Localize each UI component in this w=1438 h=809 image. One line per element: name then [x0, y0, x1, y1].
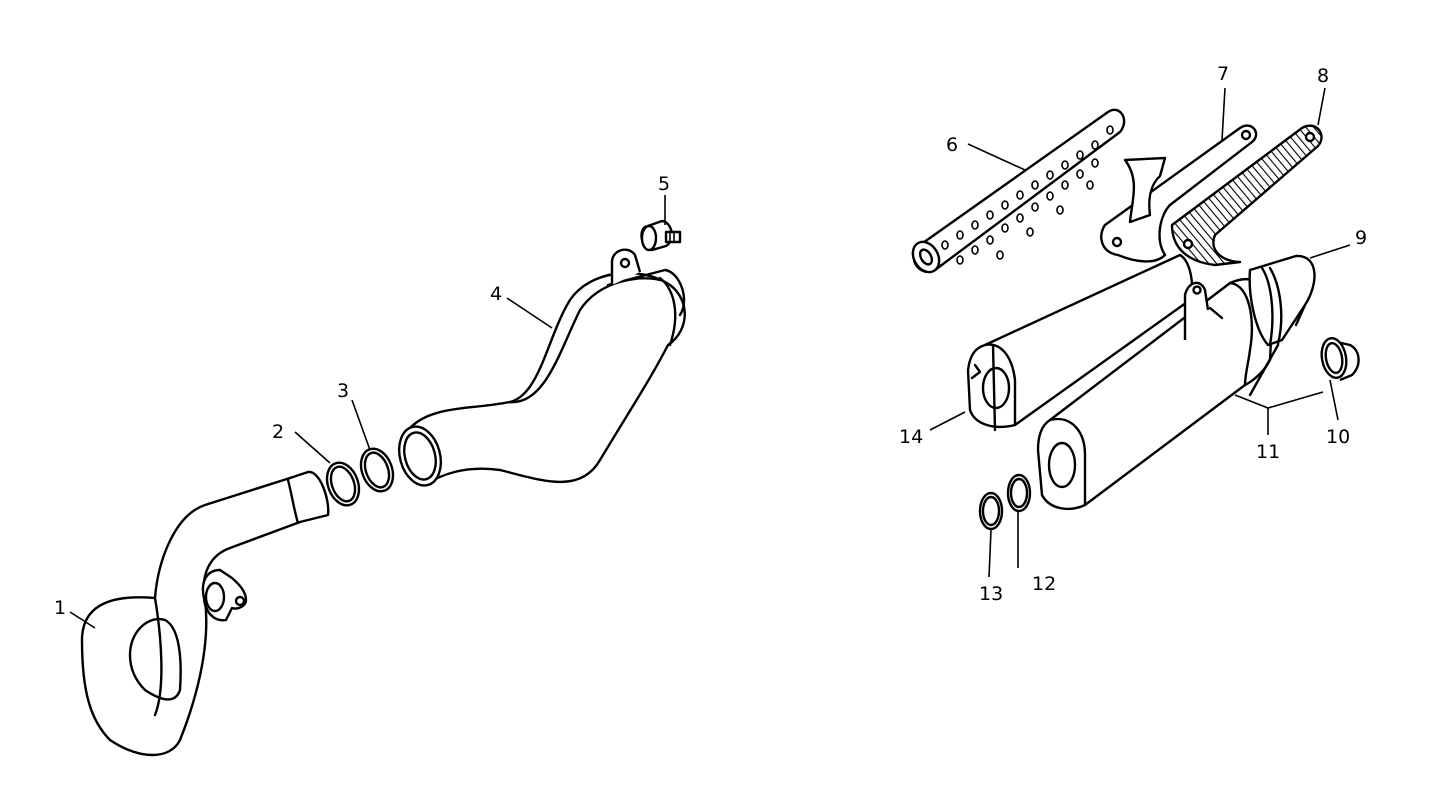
- callout-4: 4: [490, 283, 502, 305]
- callout-labels: 1 2 3 4 5 6 7 8 9 10 11 12 13 14: [54, 63, 1367, 619]
- callout-6: 6: [946, 134, 958, 156]
- part-8-hatched-shield: [1170, 124, 1323, 267]
- callout-3: 3: [337, 380, 349, 402]
- callout-7: 7: [1217, 63, 1229, 85]
- callout-9: 9: [1355, 227, 1367, 249]
- part-14-silencer-body: [966, 253, 1194, 432]
- part-6-perforated-shield: [911, 108, 1126, 274]
- part-9-end-cap: [1248, 254, 1316, 397]
- callout-13: 13: [979, 583, 1003, 605]
- part-2-gasket: [325, 461, 361, 507]
- callout-11: 11: [1256, 441, 1280, 463]
- part-5-nut: [640, 219, 682, 252]
- callout-14: 14: [899, 426, 923, 448]
- callout-8: 8: [1317, 65, 1329, 87]
- part-7-bracket: [1100, 124, 1258, 263]
- callout-5: 5: [658, 173, 670, 195]
- callout-10: 10: [1326, 426, 1350, 448]
- callout-2: 2: [272, 421, 284, 443]
- part-3-gasket: [359, 447, 395, 493]
- callout-12: 12: [1032, 573, 1056, 595]
- callout-1: 1: [54, 597, 66, 619]
- part-4-mid-pipe: [397, 248, 686, 487]
- part-1-header-pipe: [80, 470, 330, 757]
- part-12-ring: [1006, 473, 1032, 513]
- leader-lines: [69, 87, 1351, 629]
- part-13-ring: [978, 491, 1004, 531]
- part-10-tail-pipe: [1320, 336, 1360, 382]
